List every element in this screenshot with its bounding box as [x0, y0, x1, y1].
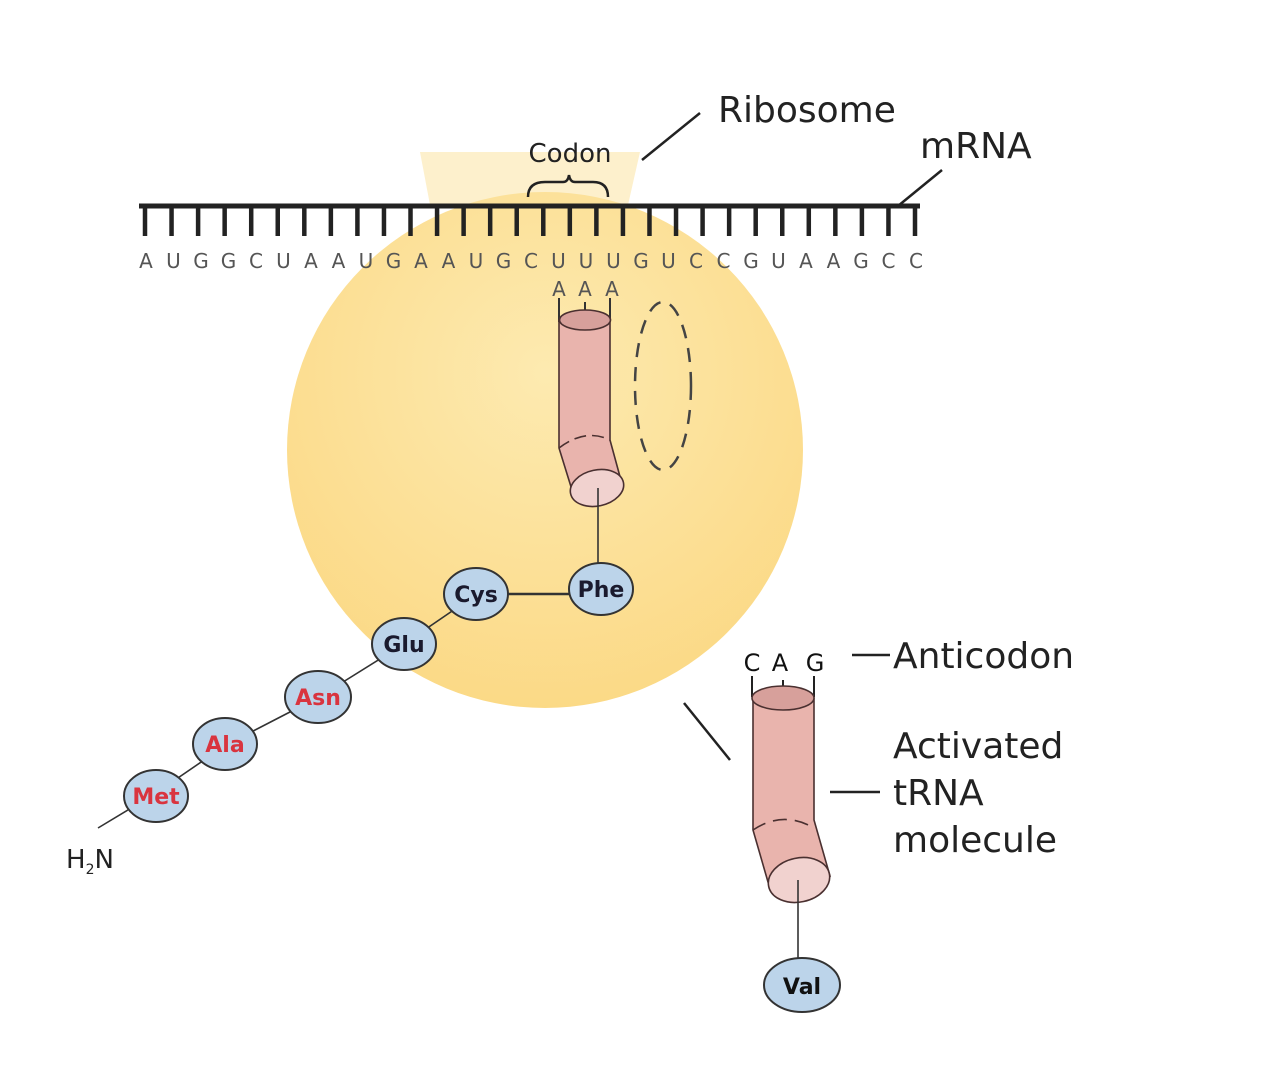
mrna-base: C [909, 249, 923, 273]
ribosome-leader-line [641, 112, 701, 161]
amino-acid-cys: Cys [443, 567, 509, 621]
mrna-base: G [221, 249, 237, 273]
mrna-base: G [633, 249, 649, 273]
amino-acid-label: Asn [295, 686, 341, 711]
amino-terminus-h: H [66, 845, 86, 875]
mrna-base: U [551, 249, 566, 273]
anticodon-base: A [578, 277, 592, 301]
mrna-base: G [193, 249, 209, 273]
mrna-base: A [414, 249, 428, 273]
codon-label: Codon [529, 139, 612, 169]
mrna-leader-line [897, 169, 943, 207]
mrna-ticks [142, 206, 918, 236]
ribosome-label: Ribosome [718, 90, 896, 131]
mrna-base: U [661, 249, 676, 273]
amino-acid-bead [443, 567, 509, 621]
amino-terminus-n: N [94, 845, 113, 875]
anticodon-base: A [605, 277, 619, 301]
incoming-trna-body [752, 697, 832, 883]
mrna-base: G [853, 249, 869, 273]
bound-trna-joint [558, 434, 611, 449]
amino-acid-label: Met [132, 785, 180, 810]
anticodon-base: C [744, 649, 761, 677]
bound-trna-top [558, 309, 612, 331]
bound-trna-bottom [569, 468, 625, 508]
mrna-base: C [524, 249, 538, 273]
amino-acid-ala: Ala [192, 717, 258, 771]
mrna-base: C [689, 249, 703, 273]
empty-site-outline [633, 300, 693, 472]
codon-brace [526, 174, 610, 198]
mrna-base: G [496, 249, 512, 273]
activated-trna-label: Activated tRNA molecule [893, 726, 1075, 861]
incoming-trna-bottom [767, 856, 831, 904]
activated-trna-label-line2: tRNA [893, 773, 984, 814]
amino-terminus-subscript: 2 [86, 862, 95, 878]
ribosome-large-subunit [287, 192, 803, 708]
amino-acid-label: Phe [578, 578, 625, 603]
mrna-base: U [771, 249, 786, 273]
activated-trna-label-line3: molecule [893, 820, 1057, 861]
mrna-base: U [166, 249, 181, 273]
polypeptide-chain: Met Ala Asn Glu Cys Phe H2N [66, 562, 634, 878]
mrna-base: G [743, 249, 759, 273]
amino-acid-bead [371, 617, 437, 671]
amino-acid-label: Cys [454, 583, 498, 608]
amino-acid-bead [568, 562, 634, 616]
incoming-trna-top [751, 685, 815, 711]
amino-acid-val-bead [763, 957, 841, 1013]
amino-acid-bead [192, 717, 258, 771]
anticodon-label: Anticodon [893, 636, 1074, 677]
mrna-base: U [359, 249, 374, 273]
incoming-trna-pointer-line [683, 702, 731, 761]
ribosome-small-subunit [420, 152, 640, 205]
incoming-trna-joint [752, 818, 815, 831]
amino-acid-bead [284, 670, 352, 724]
anticodon-base: A [772, 649, 789, 677]
amino-acid-label: Glu [383, 633, 424, 658]
anticodon-base: G [806, 649, 825, 677]
mrna-base: U [276, 249, 291, 273]
mrna-base: A [799, 249, 813, 273]
amino-acid-asn: Asn [284, 670, 352, 724]
amino-acid-met: Met [123, 769, 189, 823]
amino-acid-glu: Glu [371, 617, 437, 671]
mrna-base: U [579, 249, 594, 273]
mrna-base: A [827, 249, 841, 273]
mrna-base: C [717, 249, 731, 273]
amino-acid-bead [123, 769, 189, 823]
mrna-base: A [442, 249, 456, 273]
amino-acid-label: Ala [205, 733, 244, 758]
mrna-base: C [882, 249, 896, 273]
mrna-base: U [469, 249, 484, 273]
anticodon-base: A [552, 277, 566, 301]
mrna-label: mRNA [920, 126, 1032, 167]
mrna-base: C [249, 249, 263, 273]
mrna-base: A [332, 249, 346, 273]
activated-trna-label-line1: Activated [893, 726, 1063, 767]
mrna-base: G [386, 249, 402, 273]
mrna-base: A [139, 249, 153, 273]
amino-acid-phe: Phe [568, 562, 634, 616]
ribosome [287, 152, 803, 708]
amino-acid-val-label: Val [783, 975, 821, 1000]
mrna-base: A [304, 249, 318, 273]
mrna-base: U [606, 249, 621, 273]
amino-terminus-label: H2N [66, 845, 114, 878]
